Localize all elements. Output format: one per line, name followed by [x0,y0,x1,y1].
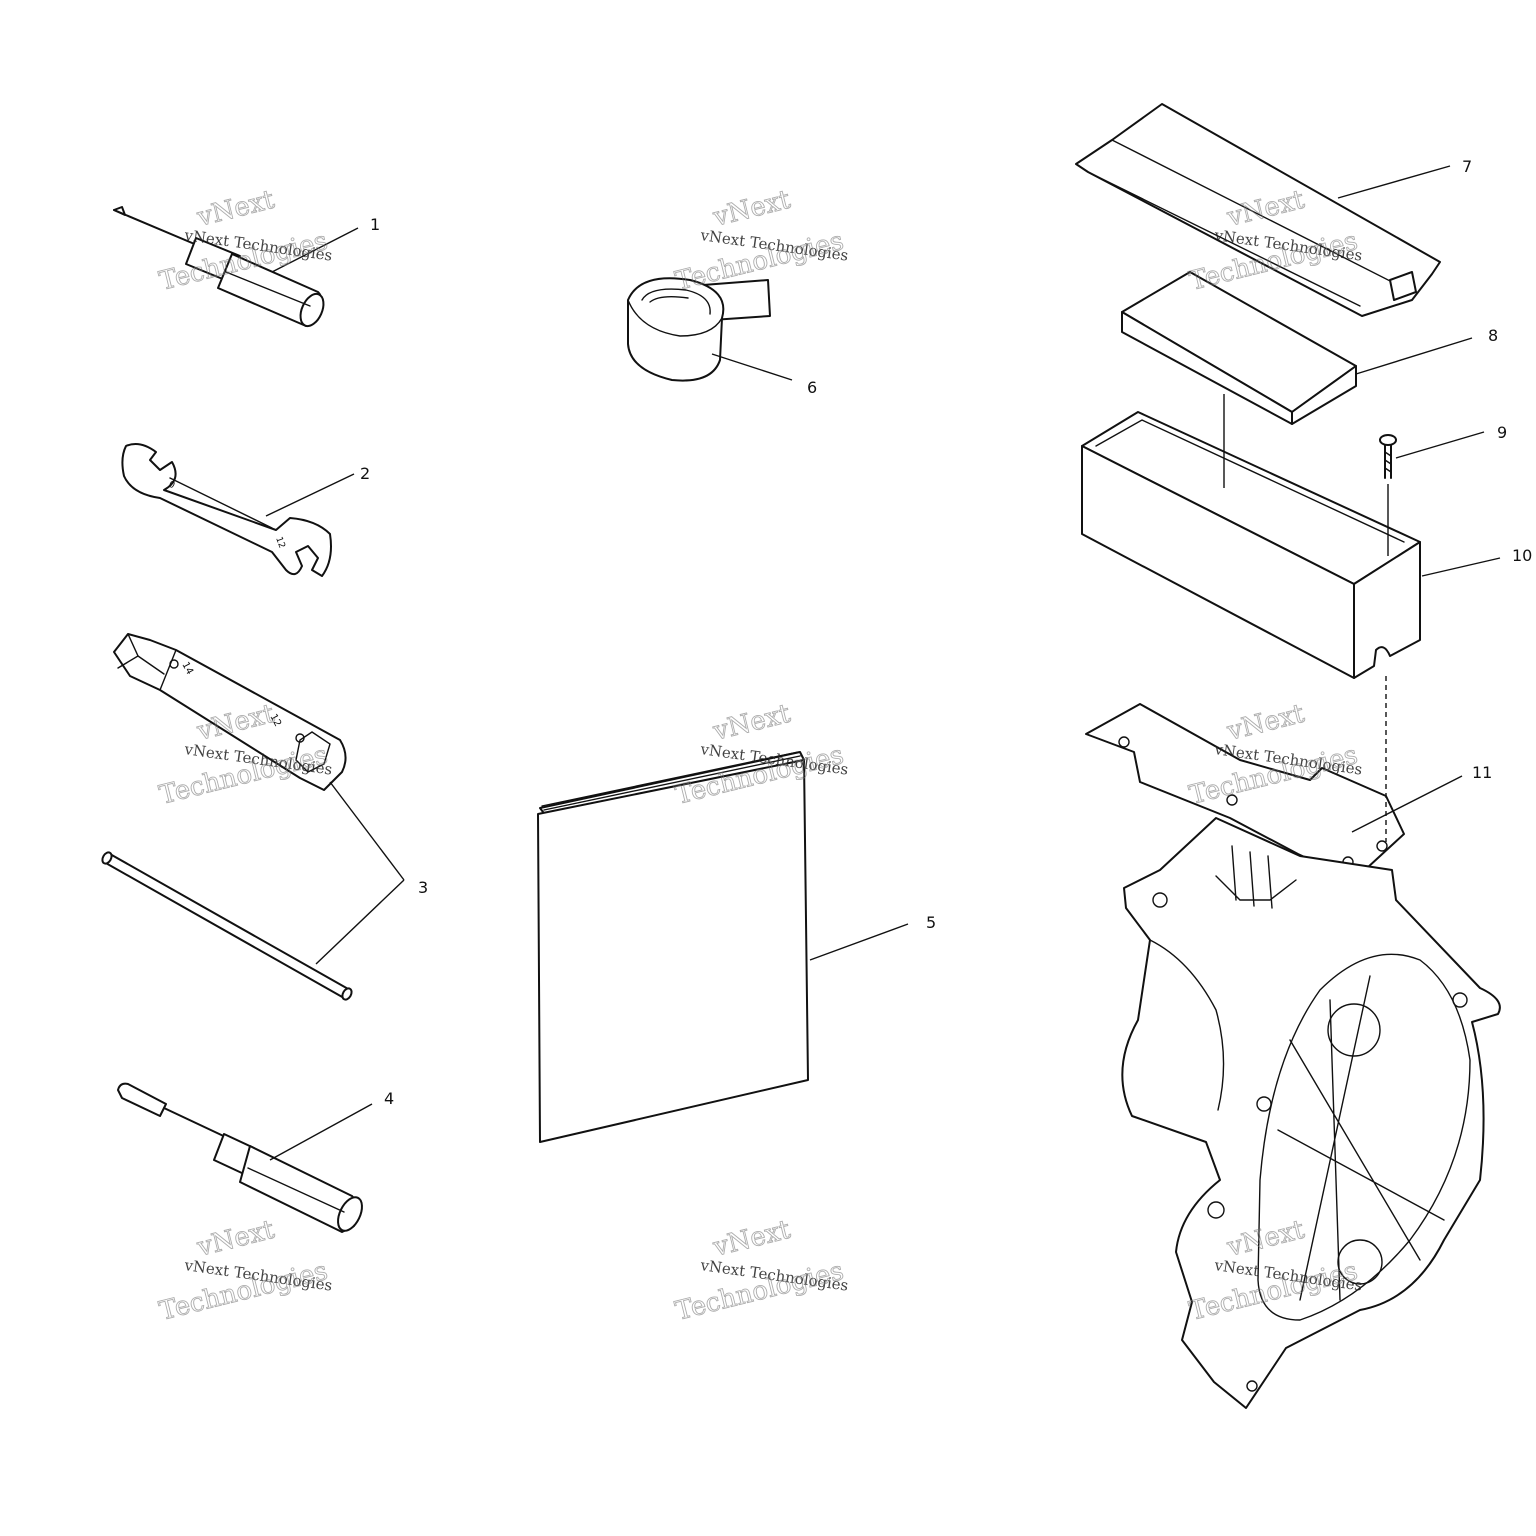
part-6-strap-roll [627,277,771,382]
part-3-tommy-bar [101,851,353,1001]
part-7-box-lid [1075,103,1441,317]
callout-7: 7 [1462,157,1472,176]
part-8-foam-pad [1121,271,1357,425]
part-3-socket-wrench: 14 12 [113,633,347,791]
part-1-screwdriver [113,206,325,328]
leader-9 [1395,431,1485,459]
watermark-4: vNext vNext Technologies Technologies [156,698,334,811]
svg-text:vNext: vNext [193,185,277,233]
part-2-wrench: 0 12 [121,443,332,577]
callout-8: 8 [1488,326,1498,345]
callout-11: 11 [1472,763,1492,782]
leader-3b [315,879,405,965]
callout-3: 3 [418,878,428,897]
svg-text:0: 0 [167,480,177,492]
leader-7 [1337,165,1451,199]
leader-11 [1351,775,1463,833]
leader-8 [1355,337,1473,375]
leader-2 [265,473,355,517]
watermark-7: vNext vNext Technologies Technologies [156,1214,334,1327]
callout-10: 10 [1512,546,1532,565]
callout-2: 2 [360,464,370,483]
callout-6: 6 [807,378,817,397]
leader-5 [809,923,909,961]
svg-text:vNext: vNext [709,185,793,233]
leader-4 [269,1103,373,1161]
svg-text:vNext: vNext [1223,699,1307,747]
leader-6 [711,353,793,381]
callout-4: 4 [384,1089,394,1108]
part-4-screwdriver [117,1082,363,1233]
svg-text:14: 14 [179,660,195,676]
callout-1: 1 [370,215,380,234]
part-9-screw [1379,434,1397,479]
svg-text:vNext: vNext [193,1215,277,1263]
svg-text:vNext: vNext [709,1215,793,1263]
leader-1 [271,227,359,273]
leader-3a [329,781,405,881]
svg-text:12: 12 [273,536,286,550]
part-5-manual [537,751,809,1143]
leader-lines [265,165,1501,1161]
leader-10 [1421,557,1501,577]
watermark-8: vNext vNext Technologies Technologies [672,1214,850,1327]
callout-labels: 1 2 3 4 5 6 7 8 9 10 11 [360,157,1532,1108]
part-11-bracket-housing [1085,703,1501,1409]
svg-text:12: 12 [267,712,283,728]
callout-5: 5 [926,913,936,932]
svg-text:vNext: vNext [709,699,793,747]
callout-9: 9 [1497,423,1507,442]
part-10-storage-box [1081,411,1421,679]
